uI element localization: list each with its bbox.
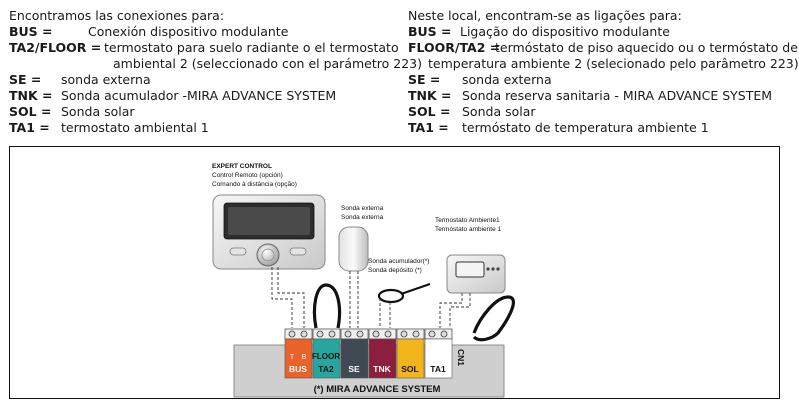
legend-key: BUS = xyxy=(408,24,452,39)
tank-probe-pt: Sonda depósito (*) xyxy=(368,267,422,274)
external-probe-es: Sonda externa xyxy=(341,205,384,212)
terminal-ta1-block xyxy=(424,338,453,379)
spanish-row-bus: BUS = Conexión dispositivo modulante xyxy=(9,24,389,40)
legend-key: SE = xyxy=(9,72,42,87)
expert-control-device xyxy=(212,194,326,270)
terminal-floor-label: FLOOR xyxy=(312,352,340,361)
control-right-button xyxy=(289,247,307,256)
legend-value: Sonda reserva sanitaria - MIRA ADVANCE S… xyxy=(462,88,773,103)
terminal-bus-label: BUS xyxy=(289,364,307,374)
terminal-bus-t-label: T xyxy=(290,354,295,361)
legend-key: TA1 = xyxy=(408,120,449,135)
portuguese-row-se: SE = sonda externa xyxy=(408,72,786,88)
ta1-bridge-loop xyxy=(472,295,515,342)
legend-value: ambiental 2 (seleccionado con el parámet… xyxy=(113,56,422,71)
tank-probe xyxy=(377,283,431,328)
spanish-row-floor: TA2/FLOOR =termostato para suelo radiant… xyxy=(9,40,399,56)
legend-value: temperatura ambiente 2 (selecionado pelo… xyxy=(428,56,799,71)
expert-control-es: Control Remoto (opción) xyxy=(212,172,283,179)
terminal-se-label: SE xyxy=(348,364,360,374)
legend-value: termóstato de temperatura ambiente 1 xyxy=(462,120,709,135)
external-probe xyxy=(338,226,369,272)
legend-key: TA1 = xyxy=(9,120,50,135)
terminal-tnk-label: TNK xyxy=(373,364,391,374)
ta1-wires xyxy=(439,293,471,328)
portuguese-row-sol: SOL = Sonda solar xyxy=(408,104,786,120)
se-wires xyxy=(349,271,359,328)
room-thermostat xyxy=(446,254,506,294)
legend-key: TNK = xyxy=(9,88,53,103)
legend-value: Conexión dispositivo modulante xyxy=(88,24,289,39)
wiring-diagram-svg: EXPERT CONTROL Control Remoto (opción) C… xyxy=(212,163,515,398)
terminal-floor-block xyxy=(312,338,341,379)
room-thermostat-es: Termostato Ambiente1 xyxy=(435,217,500,224)
legend-key: SOL = xyxy=(408,104,451,119)
terminal-tnk-block xyxy=(368,338,397,379)
expert-control-pt: Comando à distância (opção) xyxy=(212,181,297,188)
room-thermostat-pt: Termóstato ambiente 1 xyxy=(435,226,502,233)
legend-value: Ligação do dispositivo modulante xyxy=(460,24,670,39)
legend-key: TNK = xyxy=(408,88,452,103)
connector-cn1-label: CN1 xyxy=(456,349,466,366)
bus-wires xyxy=(271,267,305,328)
thermostat-display xyxy=(455,261,485,278)
legend-value: termostato para suelo radiante o el term… xyxy=(104,40,399,55)
legend-key: TA2/FLOOR = xyxy=(9,40,102,55)
spanish-row-tnk: TNK = Sonda acumulador -MIRA ADVANCE SYST… xyxy=(9,88,389,104)
spanish-row-se: SE = sonda externa xyxy=(9,72,389,88)
terminal-se-block xyxy=(340,338,369,379)
portuguese-row-ta1: TA1 = termóstato de temperatura ambiente … xyxy=(408,120,786,136)
control-left-button xyxy=(229,247,247,256)
spanish-legend: Encontramos las conexiones para: BUS = Co… xyxy=(9,8,422,136)
terminal-bus-b-label: B xyxy=(302,354,307,361)
floor-jumper-loop xyxy=(312,283,342,329)
wiring-diagram: EXPERT CONTROL Control Remoto (opción) C… xyxy=(9,146,780,399)
portuguese-legend: Neste local, encontram-se as ligações pa… xyxy=(408,8,799,136)
external-probe-pt: Sonda externa xyxy=(341,214,384,221)
legend-value: sonda externa xyxy=(462,72,552,87)
legend-value: Sonda acumulador -MIRA ADVANCE SYSTEM xyxy=(61,88,337,103)
legend-key: BUS = xyxy=(9,24,53,39)
legend-value: Sonda solar xyxy=(462,104,536,119)
portuguese-intro: Neste local, encontram-se as ligações pa… xyxy=(408,8,682,23)
spanish-intro: Encontramos las conexiones para: xyxy=(9,8,225,23)
mira-advance-footer: (*) MIRA ADVANCE SYSTEM xyxy=(314,384,441,395)
legend-key: SE = xyxy=(408,72,441,87)
control-knob xyxy=(256,243,280,267)
legend-value: sonda externa xyxy=(61,72,151,87)
legend-key: SOL = xyxy=(9,104,52,119)
tank-probe-es: Sonda acumulador(*) xyxy=(368,258,429,265)
terminal-bus-block xyxy=(284,338,313,379)
terminal-ta1-label: TA1 xyxy=(430,364,446,374)
portuguese-row-floor: FLOOR/TA2 =termóstato de piso aquecido o… xyxy=(408,40,798,56)
terminal-sol-label: SOL xyxy=(401,364,418,374)
spanish-row-sol: SOL = Sonda solar xyxy=(9,104,389,120)
portuguese-row-tnk: TNK = Sonda reserva sanitaria - MIRA ADVA… xyxy=(408,88,786,104)
legend-value: Sonda solar xyxy=(61,104,135,119)
screw-terminals xyxy=(284,328,453,340)
spanish-row-floor-continued: ambiental 2 (seleccionado con el parámet… xyxy=(9,56,422,72)
terminal-sol-block xyxy=(396,338,425,379)
legend-value: termostato ambiental 1 xyxy=(61,120,209,135)
terminal-ta2-label: TA2 xyxy=(318,364,334,374)
legend-value: termóstato de piso aquecido ou o termóst… xyxy=(495,40,798,55)
portuguese-row-floor-continued: temperatura ambiente 2 (selecionado pelo… xyxy=(408,56,799,72)
spanish-row-ta1: TA1 = termostato ambiental 1 xyxy=(9,120,389,136)
portuguese-row-bus: BUS = Ligação do dispositivo modulante xyxy=(408,24,786,40)
legend-key: FLOOR/TA2 = xyxy=(408,40,501,55)
expert-control-title: EXPERT CONTROL xyxy=(212,163,272,170)
